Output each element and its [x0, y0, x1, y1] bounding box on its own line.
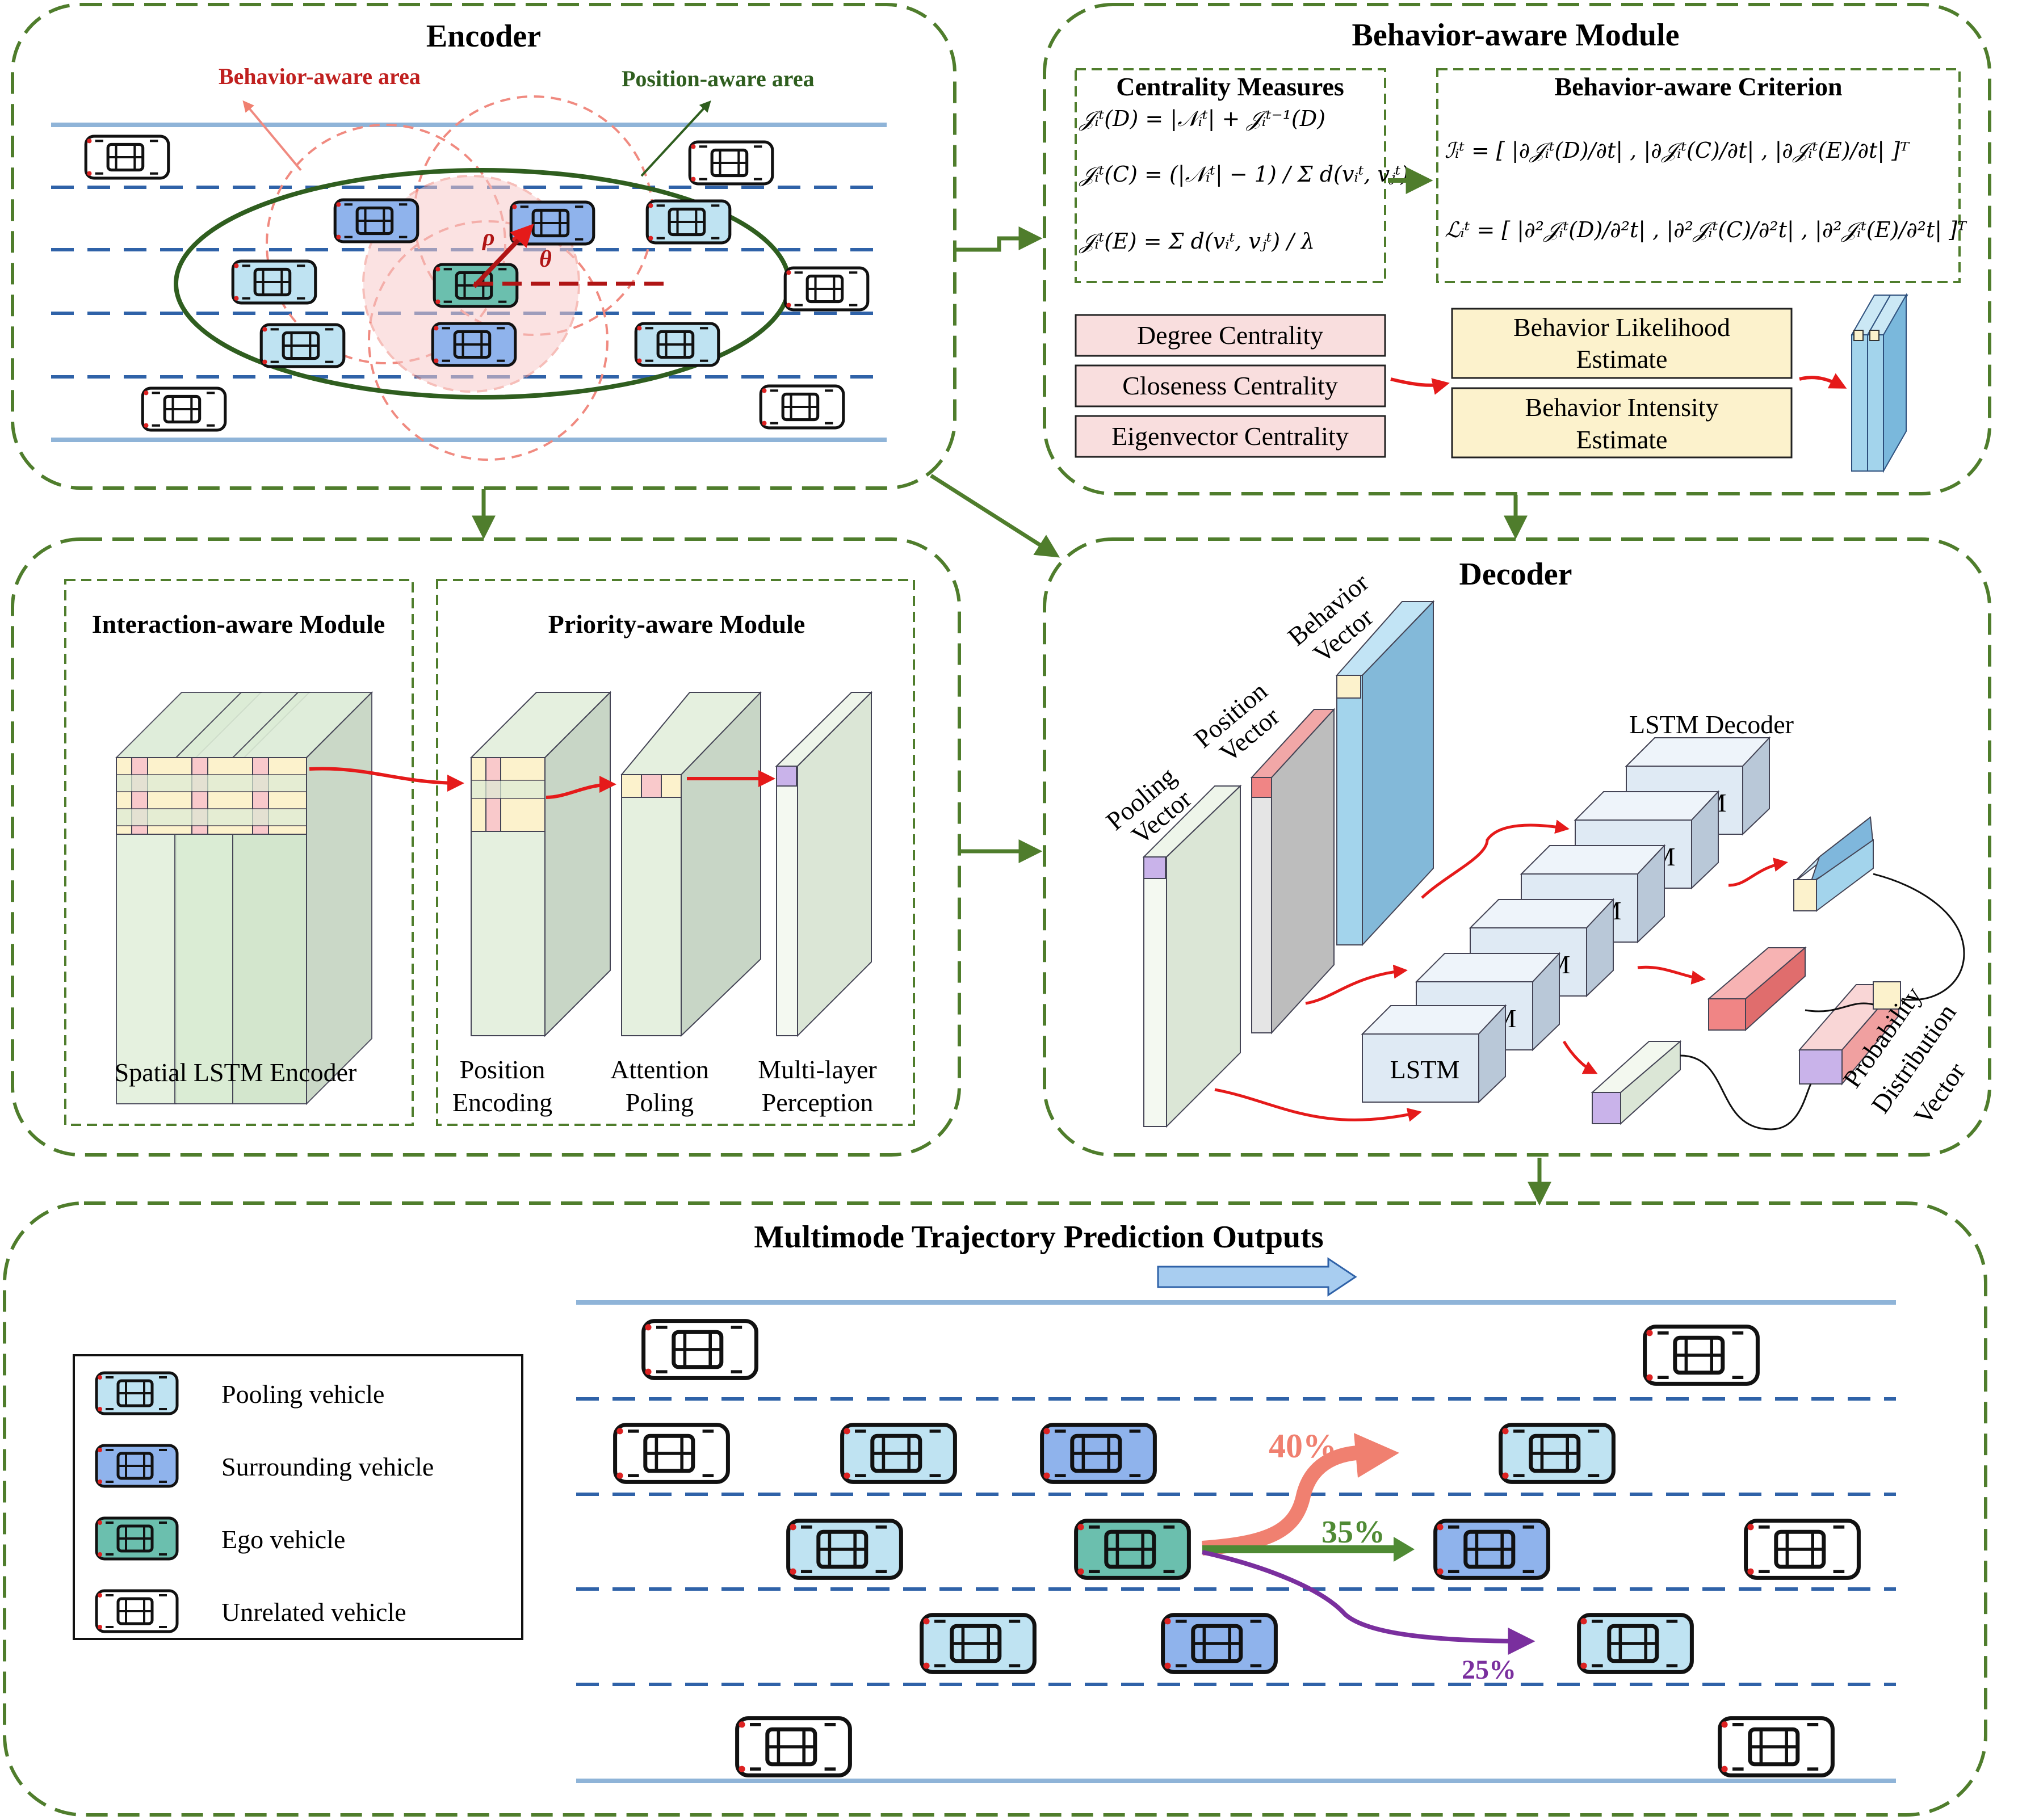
- encoder-panel: Encoder Behavior-aware area Position-awa…: [11, 3, 956, 490]
- unrelated-vehicle-icon: [142, 388, 225, 430]
- legend-label-ego: Ego vehicle: [221, 1525, 345, 1554]
- criterion-title: Behavior-aware Criterion: [1554, 72, 1842, 101]
- ego-vehicle-icon: [1076, 1521, 1189, 1578]
- lstm-decoder-label: LSTM Decoder: [1629, 710, 1794, 739]
- rho-label: ρ: [481, 225, 495, 251]
- lstm-cascade: LSTM LSTM LSTM LSTM LSTM LSTM: [1361, 736, 1771, 1104]
- closeness-centrality-box: Closeness Centrality: [1122, 371, 1337, 400]
- surrounding-vehicle-legend-icon: [97, 1445, 177, 1486]
- pooling-vehicle-icon: [788, 1521, 901, 1578]
- intensity-criterion-formula: ℐᵢᵗ = [ |∂𝒥ᵢᵗ(D)/∂t| , |∂𝒥ᵢᵗ(C)/∂t| , |∂…: [1445, 138, 1910, 163]
- pooling-vehicle-icon: [842, 1425, 955, 1482]
- trajectory-35-arrow: [1202, 1537, 1415, 1562]
- mlp-block: [775, 691, 873, 1037]
- attention-poling-block: [620, 691, 762, 1037]
- encoder-title: Encoder: [426, 19, 541, 54]
- attention-poling-label-1: Attention: [610, 1055, 709, 1084]
- pooling-vector-block: [1142, 784, 1242, 1128]
- pooling-vehicle-icon: [1501, 1425, 1614, 1482]
- legend-label-surrounding: Surrounding vehicle: [221, 1452, 434, 1481]
- decoder-panel: Decoder Pooling Vector Position Vector B…: [1043, 537, 1991, 1157]
- decoder-title: Decoder: [1459, 557, 1572, 592]
- position-encoding-label-2: Encoding: [452, 1088, 552, 1117]
- outputs-panel: Multimode Trajectory Prediction Outputs …: [3, 1201, 1987, 1817]
- surrounding-vehicle-icon: [1042, 1425, 1155, 1482]
- pooling-vehicle-legend-icon: [97, 1373, 177, 1414]
- unrelated-vehicle-icon: [785, 268, 868, 310]
- legend: Pooling vehicle Surrounding vehicle Ego …: [73, 1354, 523, 1640]
- degree-centrality-box: Degree Centrality: [1137, 321, 1323, 350]
- centrality-title: Centrality Measures: [1116, 72, 1344, 101]
- unrelated-vehicle-icon: [761, 386, 844, 428]
- behavior-area-label: Behavior-aware area: [219, 64, 421, 89]
- likelihood-criterion-formula: ℒᵢᵗ = [ |∂²𝒥ᵢᵗ(D)/∂²t| , |∂²𝒥ᵢᵗ(C)/∂²t| …: [1445, 217, 1967, 242]
- pooling-vehicle-icon: [261, 325, 344, 367]
- intensity-estimate-line2: Estimate: [1576, 425, 1668, 454]
- legend-label-pooling: Pooling vehicle: [221, 1380, 384, 1409]
- position-encoding-block: [469, 691, 612, 1037]
- surrounding-vehicle-icon: [335, 200, 418, 242]
- unrelated-vehicle-icon: [737, 1718, 850, 1776]
- spatial-lstm-encoder-label: Spatial LSTM Encoder: [115, 1058, 357, 1087]
- position-vector-block: [1250, 708, 1336, 1035]
- ego-vehicle-legend-icon: [97, 1518, 177, 1559]
- surrounding-vehicle-icon: [1436, 1521, 1549, 1578]
- unrelated-vehicle-icon: [86, 136, 169, 178]
- direction-arrow-icon: [1157, 1257, 1357, 1297]
- unrelated-vehicle-icon: [1746, 1521, 1859, 1578]
- surrounding-vehicle-icon: [1163, 1615, 1276, 1672]
- outputs-title: Multimode Trajectory Prediction Outputs: [754, 1220, 1323, 1255]
- unrelated-vehicle-icon: [615, 1425, 728, 1482]
- degree-formula: 𝒥ᵢᵗ(D) = |𝒩ᵢᵗ| + 𝒥ᵢᵗ⁻¹(D): [1079, 106, 1325, 131]
- unrelated-vehicle-icon: [644, 1321, 757, 1378]
- pooling-vehicle-icon: [647, 201, 730, 243]
- likelihood-estimate-line2: Estimate: [1576, 344, 1668, 373]
- pooling-vehicle-icon: [233, 261, 316, 303]
- interaction-panel: Interaction-aware Module Priority-aware …: [11, 537, 961, 1157]
- trajectory-40-arrow: [1202, 1433, 1399, 1556]
- trajectory-25-arrow: [1202, 1550, 1535, 1655]
- theta-label: θ: [539, 246, 552, 272]
- interaction-module-title: Interaction-aware Module: [92, 610, 385, 638]
- unrelated-vehicle-icon: [690, 142, 773, 184]
- likelihood-estimate-line1: Behavior Likelihood: [1513, 313, 1730, 342]
- closeness-formula: 𝒥ᵢᵗ(C) = (|𝒩ᵢᵗ| − 1) / Σ d(vᵢᵗ, vⱼᵗ): [1079, 162, 1409, 187]
- intensity-estimate-line1: Behavior Intensity: [1525, 393, 1718, 422]
- spatial-lstm-encoder-block: [115, 691, 374, 1106]
- prob-40-label: 40%: [1269, 1427, 1337, 1465]
- decoder-output-vectors: [1591, 816, 1901, 1125]
- legend-label-unrelated: Unrelated vehicle: [221, 1598, 406, 1626]
- panel-arrows: [472, 226, 1551, 1206]
- position-area-label: Position-aware area: [622, 66, 815, 91]
- pooling-vehicle-icon: [1579, 1615, 1692, 1672]
- attention-poling-label-2: Poling: [626, 1088, 694, 1117]
- unrelated-vehicle-icon: [1645, 1327, 1758, 1384]
- priority-module-title: Priority-aware Module: [548, 610, 805, 638]
- eigenvector-formula: 𝒥ᵢᵗ(E) = Σ d(vᵢᵗ, vⱼᵗ) / λ: [1079, 229, 1315, 254]
- pooling-vehicle-icon: [922, 1615, 1035, 1672]
- position-encoding-label-1: Position: [460, 1055, 546, 1084]
- unrelated-vehicle-icon: [1720, 1718, 1833, 1776]
- mlp-label-1: Multi-layer: [758, 1055, 877, 1084]
- surrounding-vehicle-icon: [433, 323, 515, 365]
- mlp-label-2: Perception: [762, 1088, 874, 1117]
- eigenvector-centrality-box: Eigenvector Centrality: [1111, 422, 1349, 451]
- prob-25-label: 25%: [1462, 1655, 1516, 1685]
- pooling-vehicle-icon: [636, 323, 719, 365]
- behavior-module-panel: Behavior-aware Module Centrality Measure…: [1043, 3, 1991, 495]
- unrelated-vehicle-legend-icon: [97, 1591, 177, 1632]
- behavior-vector-block: [1335, 600, 1435, 947]
- lstm-cell-label: LSTM: [1390, 1055, 1460, 1084]
- behavior-feature-blocks: [1851, 293, 1908, 473]
- prob-35-label: 35%: [1321, 1515, 1385, 1550]
- behavior-module-title: Behavior-aware Module: [1352, 18, 1679, 53]
